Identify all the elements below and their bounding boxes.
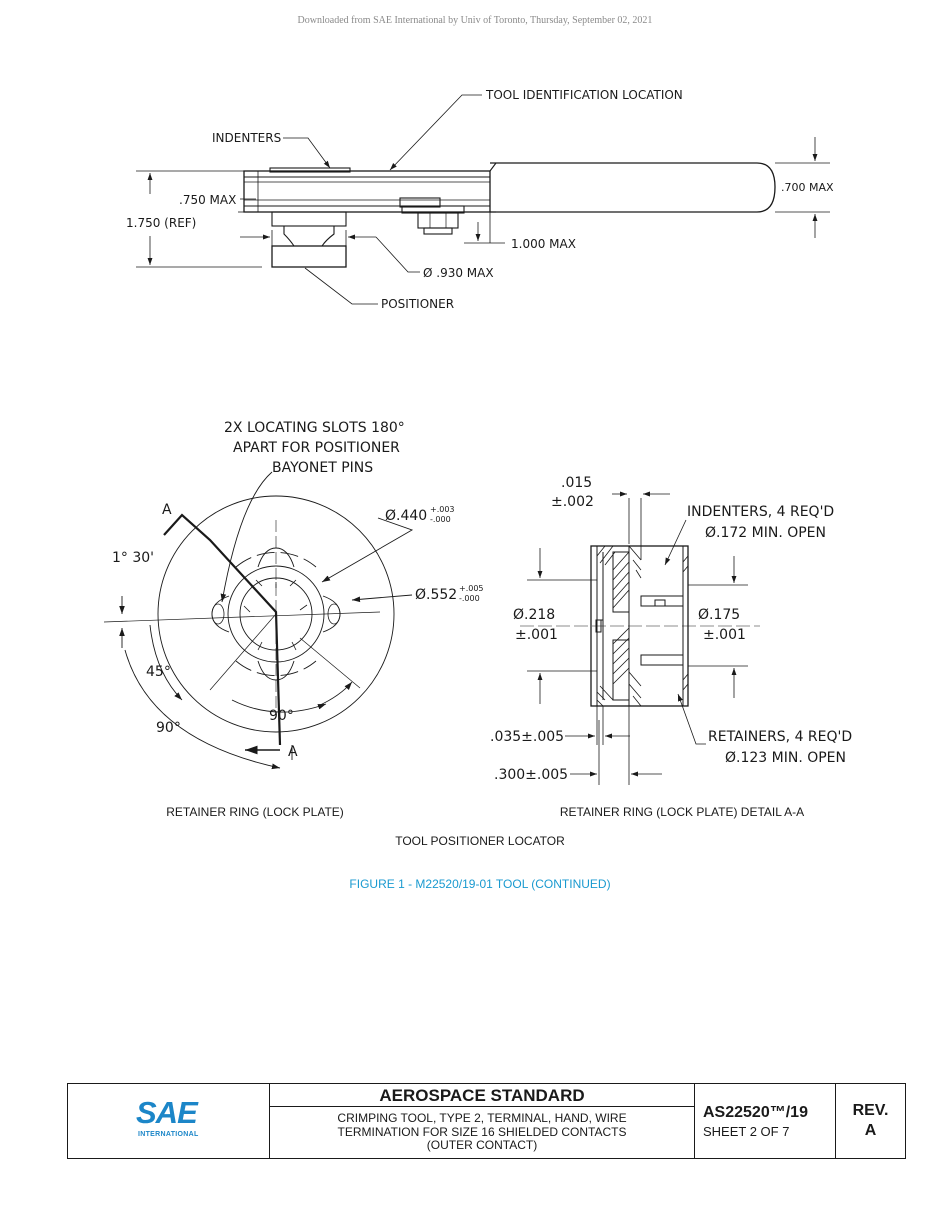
section-marker-a-bottom: A — [288, 744, 298, 760]
section-line-a — [163, 513, 282, 746]
caption-retainer-ring: RETAINER RING (LOCK PLATE) — [166, 805, 344, 819]
lock-plate-outer-circle — [157, 495, 395, 733]
tool-side-view — [243, 162, 776, 268]
locating-slots-note-line2: APART FOR POSITIONER — [233, 440, 400, 456]
positioner-body — [271, 245, 347, 268]
description-line-1: CRIMPING TOOL, TYPE 2, TERMINAL, HAND, W… — [337, 1111, 627, 1125]
locating-slots-note-line3: BAYONET PINS — [272, 460, 373, 476]
angle-1-30-label: 1° 30' — [112, 550, 154, 566]
sae-logo: SAE — [136, 1095, 198, 1130]
section-marker-a-top: A — [162, 502, 172, 518]
revision-label: REV. — [852, 1102, 889, 1119]
revision-value: A — [864, 1122, 877, 1139]
tolerance-015-label: ±.002 — [551, 494, 594, 510]
tolerance-552-minus: -.000 — [459, 594, 480, 603]
tolerance-440-plus: +.003 — [430, 505, 455, 514]
standard-description: CRIMPING TOOL, TYPE 2, TERMINAL, HAND, W… — [270, 1111, 694, 1153]
document-number: AS22520™/19 — [703, 1104, 808, 1121]
retainers-req-label-line2: Ø.123 MIN. OPEN — [725, 750, 846, 766]
locating-slots-note-line1: 2X LOCATING SLOTS 180° — [224, 420, 405, 436]
lock-plate-view — [103, 471, 414, 770]
dimension-1000-max: 1.000 MAX — [511, 237, 576, 251]
dimension-700-max: .700 MAX — [781, 181, 834, 194]
caption-detail-a-a: RETAINER RING (LOCK PLATE) DETAIL A-A — [559, 805, 805, 819]
positioner-collar — [271, 211, 347, 227]
top-view-dimensions — [136, 94, 830, 305]
revision: REV. A — [836, 1101, 905, 1141]
diameter-218-label: Ø.218 — [513, 607, 555, 623]
retainers-req-label-line1: RETAINERS, 4 REQ'D — [708, 729, 852, 745]
title-block-revision-cell: REV. A — [836, 1084, 905, 1158]
angle-90-bottom-label: 90° — [269, 708, 294, 724]
sae-logo-subtext: INTERNATIONAL — [138, 1131, 199, 1138]
caption-tool-positioner-locator: TOOL POSITIONER LOCATOR — [395, 834, 565, 848]
title-block-logo-cell: SAE INTERNATIONAL — [68, 1084, 270, 1158]
lock-plate-small-details — [211, 603, 341, 625]
tolerance-175-label: ±.001 — [703, 627, 746, 643]
title-block: SAE INTERNATIONAL AEROSPACE STANDARD CRI… — [67, 1083, 906, 1159]
diameter-552-label: Ø.552 — [415, 587, 457, 603]
tolerance-440-minus: -.000 — [430, 515, 451, 524]
indenters-label: INDENTERS — [212, 131, 281, 145]
standard-heading: AEROSPACE STANDARD — [270, 1084, 694, 1107]
sheet-number: SHEET 2 OF 7 — [703, 1124, 790, 1139]
tool-id-location-label: TOOL IDENTIFICATION LOCATION — [485, 88, 683, 102]
tolerance-552-plus: +.005 — [459, 584, 484, 593]
dimension-035-label: .035±.005 — [490, 729, 564, 745]
dimension-1750-ref: 1.750 (REF) — [126, 216, 196, 230]
tool-head-plate — [243, 170, 491, 213]
tool-handle — [490, 162, 776, 213]
title-block-number-cell: AS22520™/19 SHEET 2 OF 7 — [695, 1084, 836, 1158]
dimension-300-label: .300±.005 — [494, 767, 568, 783]
title-block-description-cell: AEROSPACE STANDARD CRIMPING TOOL, TYPE 2… — [270, 1084, 695, 1158]
angle-45-label: 45° — [146, 664, 171, 680]
dimension-015-label: .015 — [561, 475, 592, 491]
diameter-440-label: Ø.440 — [385, 508, 427, 524]
dimension-930-max: Ø .930 MAX — [423, 266, 494, 280]
angle-90-left-label: 90° — [156, 720, 181, 736]
diameter-175-label: Ø.175 — [698, 607, 740, 623]
figure-caption: FIGURE 1 - M22520/19-01 TOOL (CONTINUED) — [349, 877, 611, 891]
tolerance-218-label: ±.001 — [515, 627, 558, 643]
detail-section-view — [520, 545, 760, 707]
positioner-label: POSITIONER — [381, 297, 454, 311]
indenters-req-label-line2: Ø.172 MIN. OPEN — [705, 525, 826, 541]
detail-dimensions — [527, 491, 748, 785]
download-watermark: Downloaded from SAE International by Uni… — [297, 15, 653, 26]
dimension-750-max: .750 MAX — [179, 193, 236, 207]
description-line-2: TERMINATION FOR SIZE 16 SHIELDED CONTACT… — [337, 1124, 627, 1139]
description-line-3: (OUTER CONTACT) — [426, 1138, 538, 1152]
indenters-req-label-line1: INDENTERS, 4 REQ'D — [687, 504, 834, 520]
